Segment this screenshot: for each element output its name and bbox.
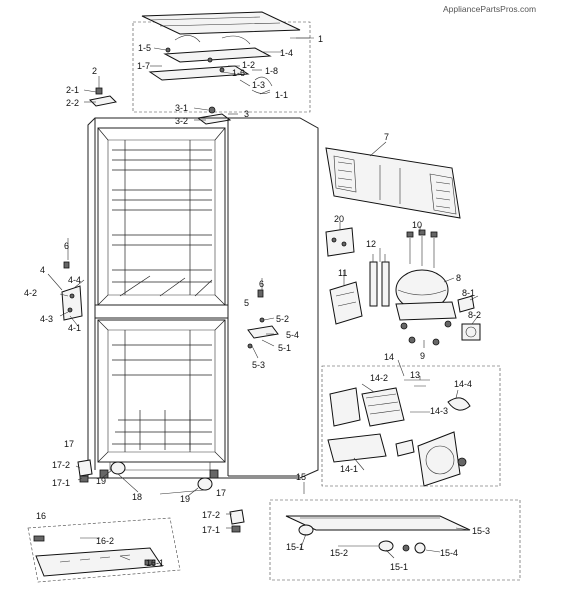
label-16-2: 16-2 [96, 536, 114, 546]
label-14-1: 14-1 [340, 464, 358, 474]
label-15-2: 15-2 [330, 548, 348, 558]
rear-cover-7 [325, 147, 461, 219]
drain-pan-15 [269, 499, 521, 581]
label-17-2-right: 17-2 [202, 510, 220, 520]
label-1-5: 1-5 [138, 43, 151, 53]
capacitor-12 [369, 254, 390, 307]
label-15-1-left: 15-1 [286, 542, 304, 552]
door-bracket-4 [47, 261, 83, 321]
leader-lines [59, 37, 479, 561]
watermark: AppliancePartsPros.com [443, 4, 536, 14]
label-8-1: 8-1 [462, 288, 475, 298]
label-3-1: 3-1 [175, 103, 188, 113]
hinge-bracket-1-2 [163, 47, 272, 63]
top-hinge-2 [88, 76, 118, 107]
leveling-legs-17 [77, 459, 245, 533]
label-16-1: 16-1 [146, 558, 164, 568]
label-5: 5 [244, 298, 249, 308]
center-hinge-3 [196, 106, 232, 125]
label-4: 4 [40, 265, 45, 275]
label-5-2: 5-2 [276, 314, 289, 324]
label-17-right: 17 [216, 488, 226, 498]
label-5-3: 5-3 [252, 360, 265, 370]
label-18: 18 [132, 492, 142, 502]
label-1-4: 1-4 [280, 48, 293, 58]
label-16: 16 [36, 511, 46, 521]
label-4-3: 4-3 [40, 314, 53, 324]
label-8: 8 [456, 273, 461, 283]
label-10: 10 [412, 220, 422, 230]
base-grille-16 [27, 517, 181, 583]
label-2-1: 2-1 [66, 85, 79, 95]
label-1-8: 1-8 [265, 66, 278, 76]
label-6-right: 6 [259, 279, 264, 289]
label-17-1-left: 17-1 [52, 478, 70, 488]
label-1-3: 1-3 [252, 80, 265, 90]
label-4-1: 4-1 [68, 323, 81, 333]
label-15-1-right: 15-1 [390, 562, 408, 572]
refrigerator-cabinet [87, 117, 319, 479]
control-board-20 [325, 227, 355, 257]
label-1-7: 1-7 [137, 61, 150, 71]
label-2: 2 [92, 66, 97, 76]
label-17-1-right: 17-1 [202, 525, 220, 535]
label-15-4: 15-4 [440, 548, 458, 558]
part-labels: 1 1-1 1-2 1-3 1-4 1-5 1-6 1-7 1-8 2 2-1 … [24, 34, 490, 572]
label-14: 14 [384, 352, 394, 362]
compressor-8 [395, 229, 457, 346]
label-12: 12 [366, 239, 376, 249]
label-1-2: 1-2 [242, 60, 255, 70]
electrical-box-11 [329, 281, 363, 325]
label-17-left: 17 [64, 439, 74, 449]
label-6-left: 6 [64, 241, 69, 251]
label-9: 9 [420, 351, 425, 361]
label-20: 20 [334, 214, 344, 224]
label-4-4: 4-4 [68, 275, 81, 285]
label-19-left: 19 [96, 476, 106, 486]
label-14-3: 14-3 [430, 406, 448, 416]
label-17-2-left: 17-2 [52, 460, 70, 470]
label-7: 7 [384, 132, 389, 142]
label-15: 15 [296, 472, 306, 482]
label-5-4: 5-4 [286, 330, 299, 340]
label-5-1: 5-1 [278, 343, 291, 353]
fan-motor-8-2 [461, 323, 481, 341]
label-1-1: 1-1 [275, 90, 288, 100]
label-14-4: 14-4 [454, 379, 472, 389]
label-3-2: 3-2 [175, 116, 188, 126]
label-19-right: 19 [180, 494, 190, 504]
label-14-2: 14-2 [370, 373, 388, 383]
fan-assembly-14 [321, 365, 501, 487]
rollers-18-19 [110, 461, 213, 495]
label-8-2: 8-2 [468, 310, 481, 320]
label-2-2: 2-2 [66, 98, 79, 108]
label-13: 13 [410, 370, 420, 380]
label-4-2: 4-2 [24, 288, 37, 298]
label-1-6: 1-6 [232, 68, 245, 78]
label-1: 1 [318, 34, 323, 44]
label-11: 11 [338, 268, 347, 278]
middle-hinge-5 [247, 289, 279, 349]
label-3: 3 [244, 109, 249, 119]
label-15-3: 15-3 [472, 526, 490, 536]
